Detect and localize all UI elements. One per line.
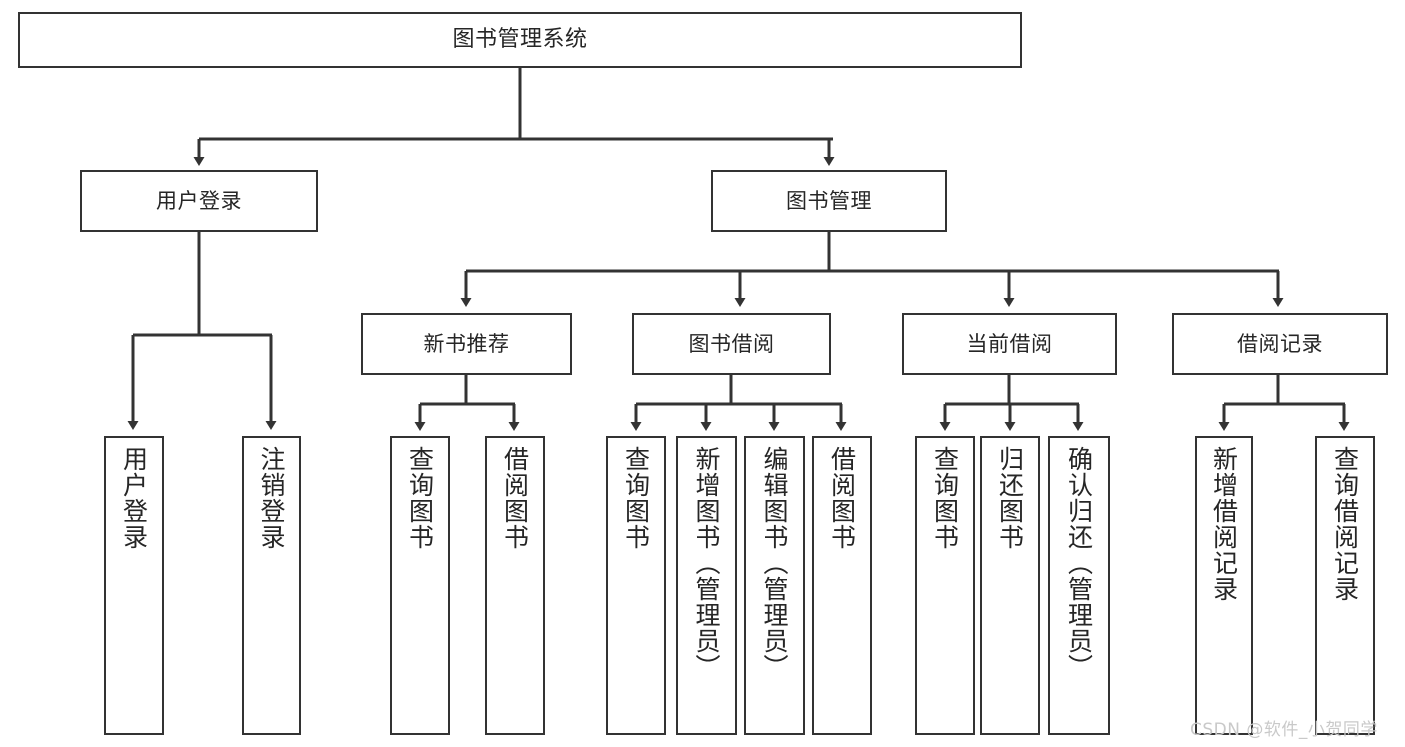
node-leaf-borrow-book-1[interactable]: 借阅图书 — [485, 436, 545, 735]
node-leaf-user-logout-label: 注销登录 — [257, 446, 286, 550]
node-leaf-add-record-label: 新增借阅记录 — [1209, 446, 1239, 602]
node-user-login[interactable]: 用户登录 — [80, 170, 318, 232]
node-leaf-confirm-return-label: 确认归还（管理员） — [1064, 446, 1094, 680]
node-leaf-query-book-1[interactable]: 查询图书 — [390, 436, 450, 735]
node-leaf-borrow-book-2[interactable]: 借阅图书 — [812, 436, 872, 735]
node-leaf-user-login[interactable]: 用户登录 — [104, 436, 164, 735]
node-leaf-edit-book-label: 编辑图书（管理员） — [760, 446, 789, 680]
node-leaf-return-book[interactable]: 归还图书 — [980, 436, 1040, 735]
node-root-label: 图书管理系统 — [452, 27, 588, 53]
node-book-management[interactable]: 图书管理 — [711, 170, 947, 232]
node-borrow-record-label: 借阅记录 — [1237, 331, 1323, 356]
node-book-borrow-label: 图书借阅 — [688, 331, 775, 356]
watermark: CSDN @软件_小贺同学 — [1190, 720, 1378, 740]
node-leaf-add-record[interactable]: 新增借阅记录 — [1195, 436, 1253, 735]
node-book-management-label: 图书管理 — [786, 188, 872, 213]
node-leaf-borrow-book-1-label: 借阅图书 — [500, 446, 530, 550]
node-leaf-query-record[interactable]: 查询借阅记录 — [1315, 436, 1375, 735]
node-leaf-query-book-1-label: 查询图书 — [405, 446, 435, 550]
node-leaf-query-book-3-label: 查询图书 — [930, 446, 960, 550]
node-leaf-query-book-2[interactable]: 查询图书 — [606, 436, 666, 735]
node-book-borrow[interactable]: 图书借阅 — [632, 313, 831, 375]
node-root[interactable]: 图书管理系统 — [18, 12, 1022, 68]
node-leaf-query-book-3[interactable]: 查询图书 — [915, 436, 975, 735]
node-leaf-user-login-label: 用户登录 — [119, 446, 149, 550]
node-current-borrow-label: 当前借阅 — [966, 331, 1053, 356]
node-leaf-borrow-book-2-label: 借阅图书 — [827, 446, 857, 550]
node-leaf-query-record-label: 查询借阅记录 — [1330, 446, 1360, 602]
node-user-login-label: 用户登录 — [156, 188, 242, 213]
node-current-borrow[interactable]: 当前借阅 — [902, 313, 1117, 375]
node-leaf-add-book-label: 新增图书（管理员） — [692, 446, 721, 680]
node-leaf-user-logout[interactable]: 注销登录 — [242, 436, 301, 735]
node-leaf-edit-book[interactable]: 编辑图书（管理员） — [744, 436, 805, 735]
node-leaf-query-book-2-label: 查询图书 — [621, 446, 651, 550]
node-new-book-recommend-label: 新书推荐 — [423, 331, 510, 356]
node-borrow-record[interactable]: 借阅记录 — [1172, 313, 1388, 375]
node-leaf-confirm-return[interactable]: 确认归还（管理员） — [1048, 436, 1110, 735]
node-new-book-recommend[interactable]: 新书推荐 — [361, 313, 572, 375]
node-leaf-add-book[interactable]: 新增图书（管理员） — [676, 436, 737, 735]
node-leaf-return-book-label: 归还图书 — [995, 446, 1025, 550]
